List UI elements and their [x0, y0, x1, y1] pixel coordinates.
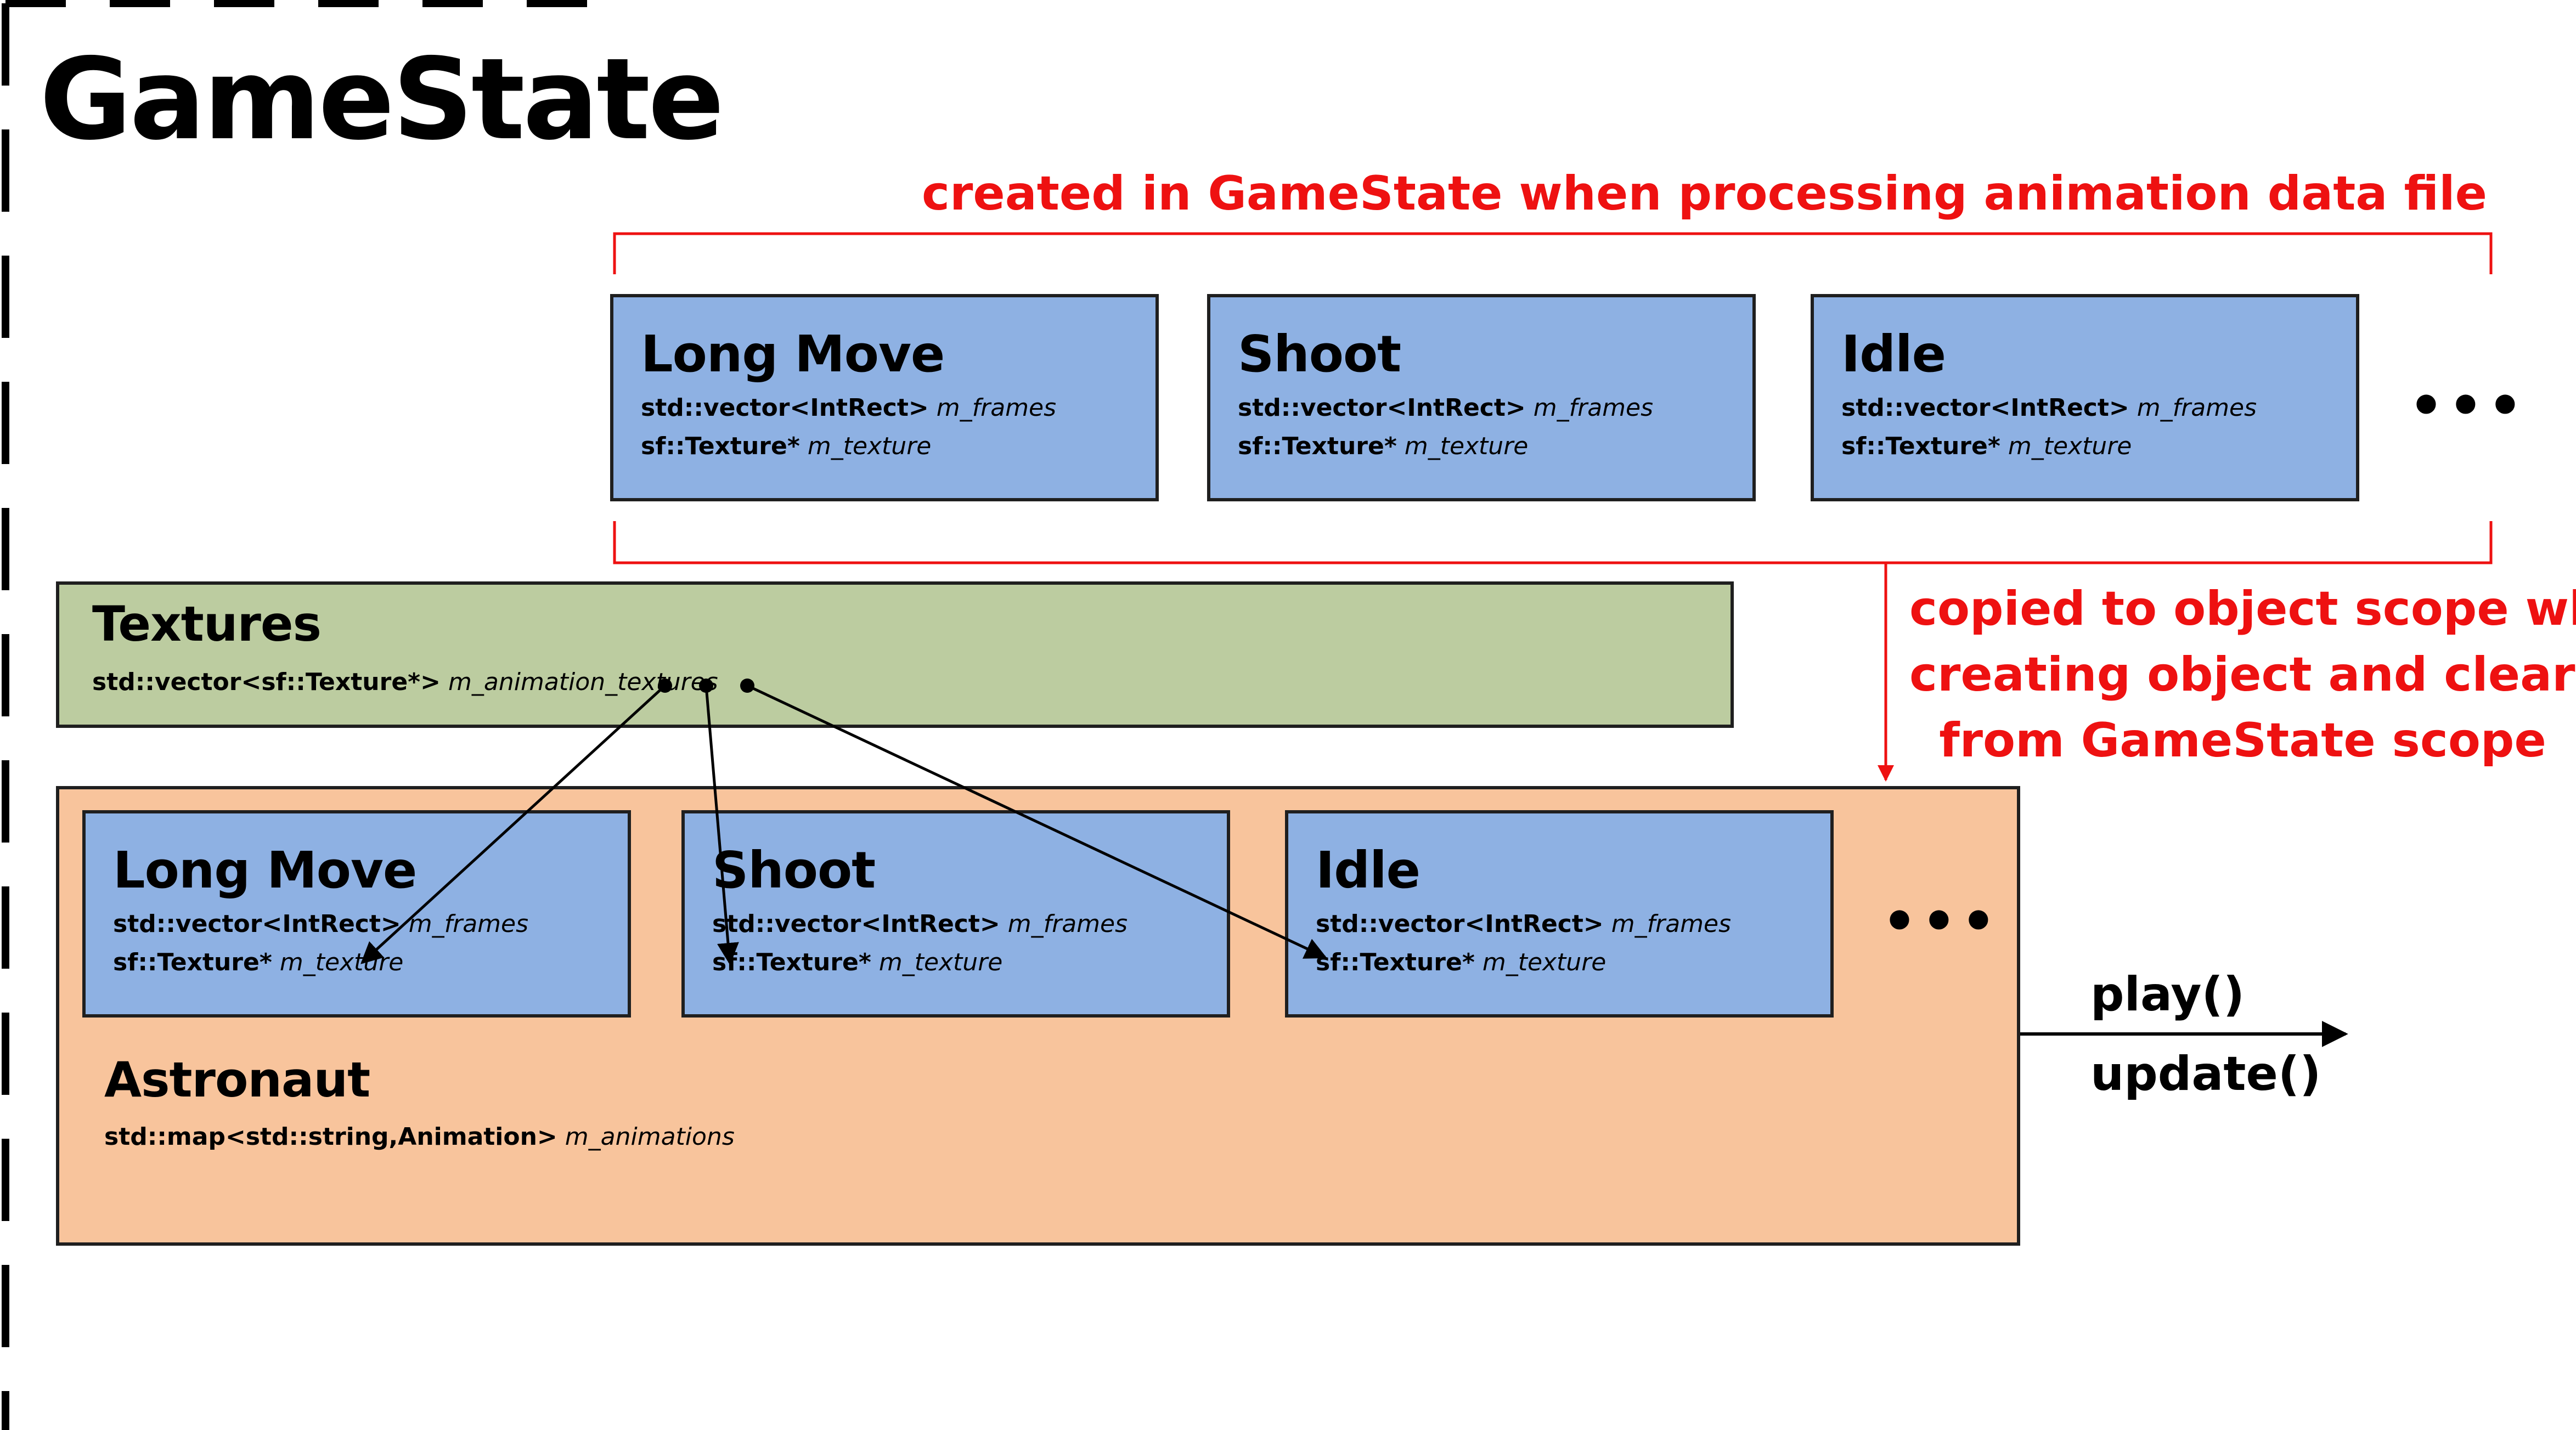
- animation-name: Idle: [1841, 325, 1946, 383]
- copied-note: copied to object scope when creating obj…: [1909, 576, 2576, 773]
- page-title: GameState: [40, 35, 724, 165]
- astronaut-ellipsis: •••: [1882, 889, 2000, 953]
- textures-box: Textures std::vector<sf::Texture*> m_ani…: [56, 581, 1734, 728]
- top-animation-long-move: Long Move std::vector<IntRect> m_frames …: [610, 294, 1159, 501]
- texture-field: sf::Texture* m_texture: [1238, 432, 1529, 460]
- astronaut-animation-long-move: Long Move std::vector<IntRect> m_frames …: [82, 810, 631, 1018]
- astronaut-animation-idle: Idle std::vector<IntRect> m_frames sf::T…: [1285, 810, 1834, 1018]
- animation-name: Shoot: [712, 841, 876, 900]
- texture-field: sf::Texture* m_texture: [1316, 948, 1607, 976]
- animation-name: Idle: [1316, 841, 1421, 900]
- frames-field: std::vector<IntRect> m_frames: [1841, 394, 2257, 422]
- update-method: update(): [2090, 1047, 2321, 1101]
- play-method: play(): [2090, 967, 2245, 1022]
- frames-field: std::vector<IntRect> m_frames: [113, 910, 529, 938]
- texture-field: sf::Texture* m_texture: [1841, 432, 2132, 460]
- animation-name: Long Move: [641, 325, 945, 383]
- created-bracket-top: [613, 232, 2493, 274]
- frames-field: std::vector<IntRect> m_frames: [641, 394, 1057, 422]
- textures-field: std::vector<sf::Texture*> m_animation_te…: [92, 668, 718, 696]
- astronaut-field: std::map<std::string,Animation> m_animat…: [104, 1123, 735, 1151]
- pointer-arrow-shoot: [704, 685, 739, 965]
- created-note: created in GameState when processing ani…: [922, 166, 2487, 221]
- astronaut-label: Astronaut std::map<std::string,Animation…: [104, 1056, 735, 1149]
- copied-note-line-2: creating object and cleared: [1909, 647, 2576, 702]
- astronaut-name: Astronaut: [104, 1052, 370, 1108]
- frames-field: std::vector<IntRect> m_frames: [1238, 394, 1654, 422]
- animation-name: Shoot: [1238, 325, 1401, 383]
- animation-name: Long Move: [113, 841, 417, 900]
- frames-field: std::vector<IntRect> m_frames: [1316, 910, 1732, 938]
- copied-note-line-1: copied to object scope when: [1909, 581, 2576, 636]
- top-ellipsis: •••: [2409, 374, 2527, 438]
- textures-name: Textures: [92, 596, 322, 652]
- astronaut-animation-shoot: Shoot std::vector<IntRect> m_frames sf::…: [681, 810, 1230, 1018]
- pointer-arrow-long-move: [360, 685, 666, 964]
- top-animation-idle: Idle std::vector<IntRect> m_frames sf::T…: [1811, 294, 2359, 501]
- created-bracket-bottom: [613, 521, 2493, 564]
- pointer-arrow-idle: [746, 684, 1327, 959]
- frames-field: std::vector<IntRect> m_frames: [712, 910, 1128, 938]
- copied-note-line-3: from GameState scope: [1939, 713, 2546, 768]
- texture-field: sf::Texture* m_texture: [641, 432, 932, 460]
- top-animation-shoot: Shoot std::vector<IntRect> m_frames sf::…: [1207, 294, 1756, 501]
